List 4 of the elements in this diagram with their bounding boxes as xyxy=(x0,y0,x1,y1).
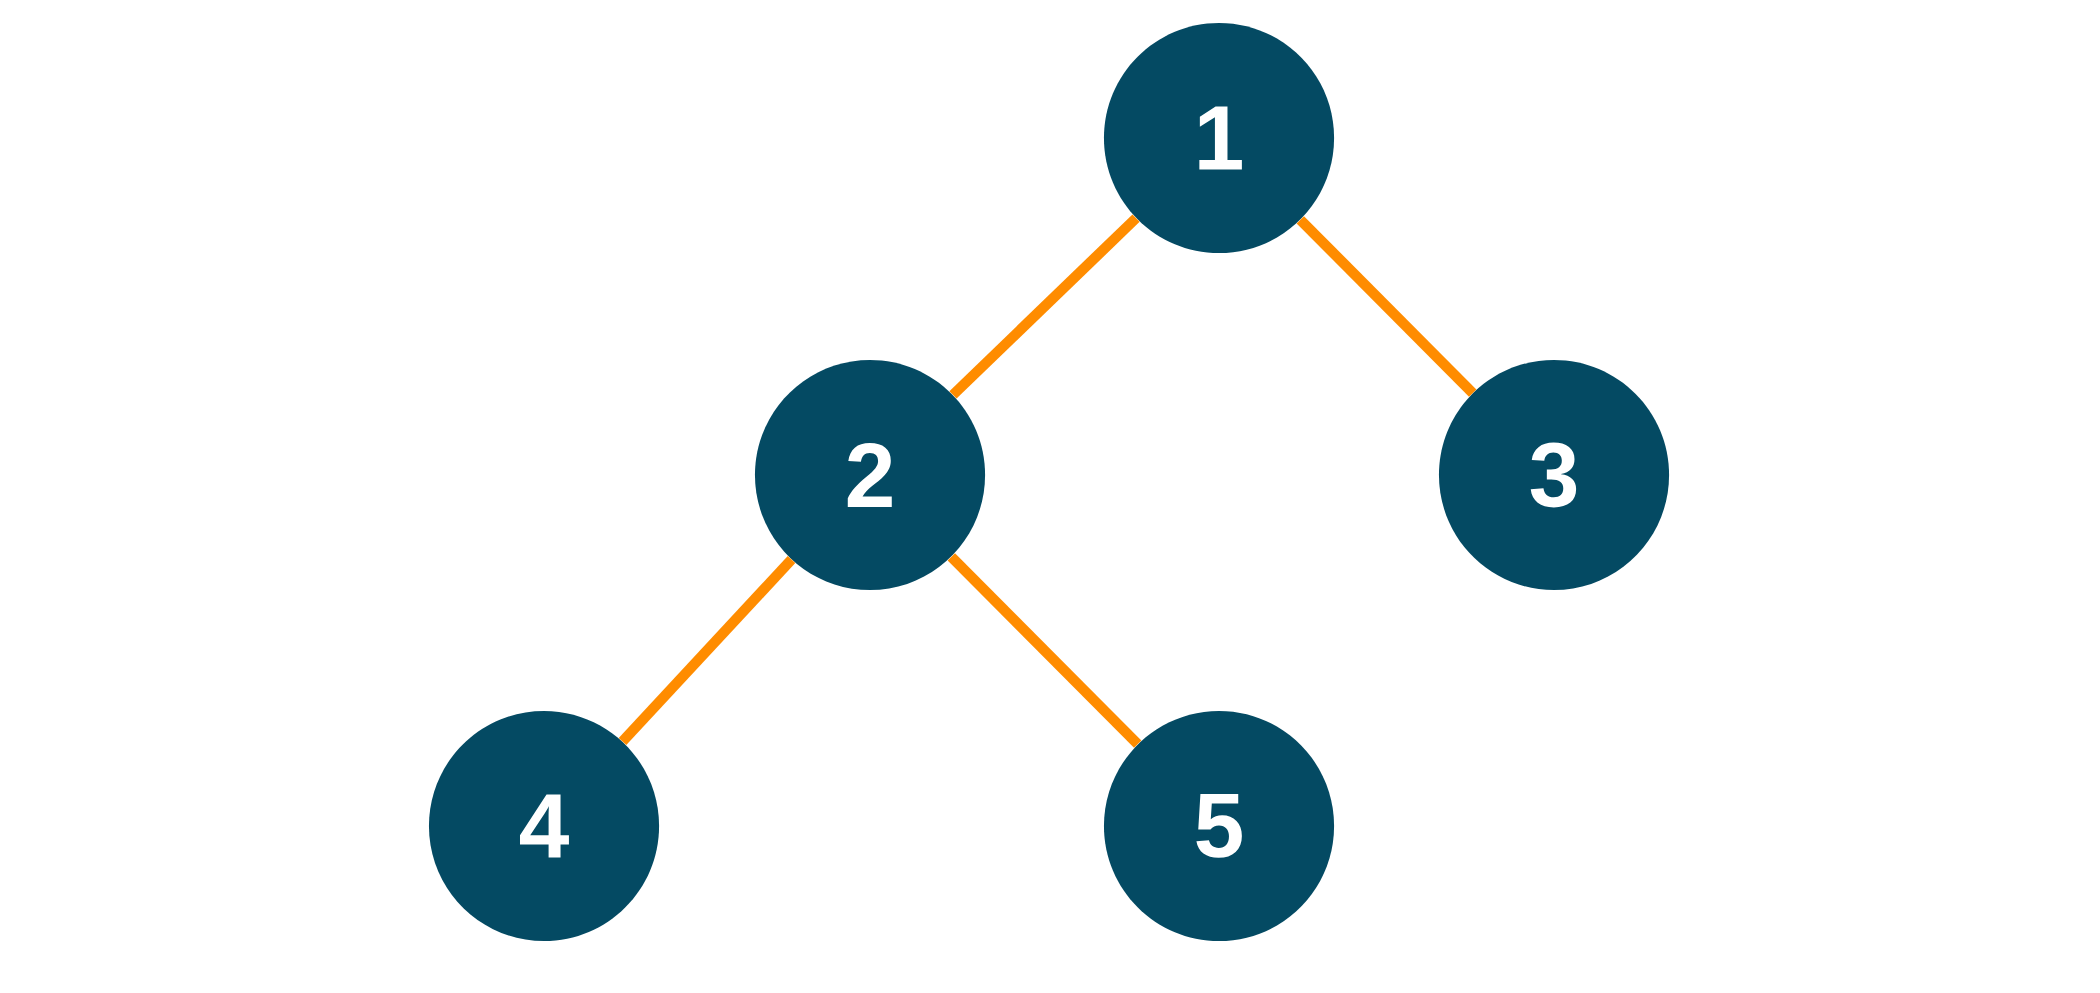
connector-line xyxy=(1296,216,1477,397)
connector-line xyxy=(949,214,1140,399)
connector-line xyxy=(947,553,1142,748)
connector-line xyxy=(618,556,796,745)
